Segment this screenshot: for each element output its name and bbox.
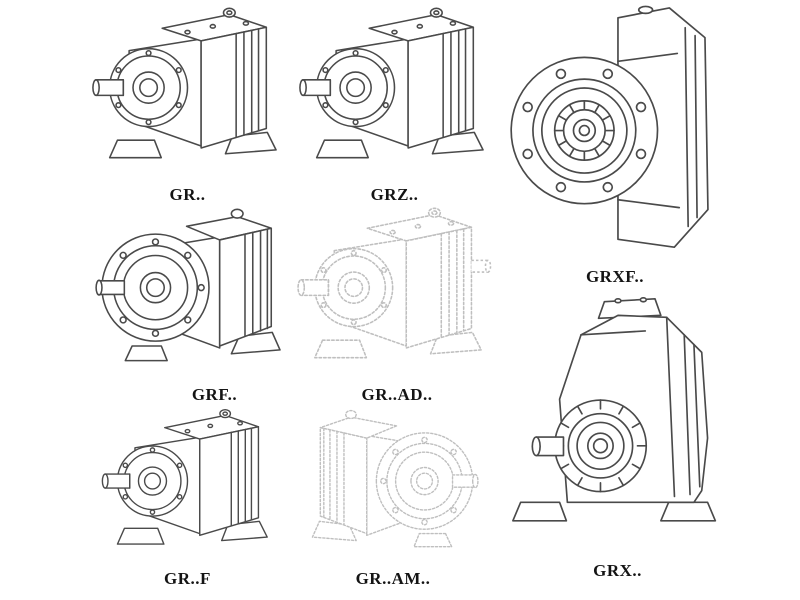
adapter-shaft-end: [484, 259, 491, 273]
model-label-grxf: GRXF..: [585, 267, 645, 286]
gearbox-drawing-gr-ad: [296, 207, 491, 359]
gearbox-drawing-grx: [511, 297, 716, 522]
gearbox-drawing-grf: [95, 208, 281, 362]
model-label-gr: GR..: [169, 185, 206, 204]
gearbox-drawing-gr-f: [101, 408, 268, 545]
gearbox-drawing-gr-am: [311, 409, 479, 548]
model-figure-gr-f: GR..F: [85, 404, 290, 590]
model-figure-grxf: GRXF..: [495, 2, 735, 288]
model-figure-grz: GRZ..: [292, 2, 497, 206]
model-label-gr-f: GR..F: [164, 569, 211, 588]
model-label-grx: GRX..: [593, 561, 642, 580]
model-figure-grf: GRF..: [88, 202, 293, 406]
adapter-shaft: [470, 259, 489, 273]
model-figure-grx: GRX..: [495, 292, 740, 582]
model-figure-gr: GR..: [85, 2, 290, 206]
model-label-grf: GRF..: [191, 385, 238, 404]
model-label-grz: GRZ..: [370, 185, 419, 204]
gearbox-drawing-grz: [299, 7, 484, 159]
model-label-gr-am: GR..AM..: [355, 569, 431, 588]
gearbox-drawing-grxf: [510, 5, 709, 249]
model-figure-gr-am: GR..AM..: [288, 404, 498, 590]
model-label-gr-ad: GR..AD..: [361, 385, 433, 404]
gearbox-drawing-gr: [92, 7, 277, 159]
model-figure-gr-ad: GR..AD..: [292, 202, 502, 406]
